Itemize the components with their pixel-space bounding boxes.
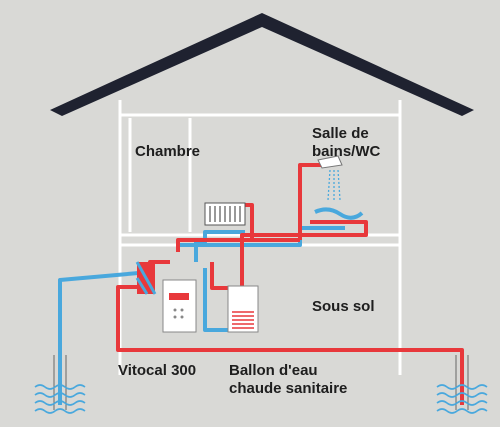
groundwater-wave-icon xyxy=(34,384,488,414)
radiator-icon xyxy=(204,202,246,226)
shower-head-icon xyxy=(317,155,343,201)
heat-exchanger-icon xyxy=(135,261,157,295)
cold-pipe-shower-loop xyxy=(314,207,364,220)
hot-pipe-tank-feed xyxy=(210,262,228,290)
hot-pipe-ground-loop-right xyxy=(116,285,464,405)
hot-pipes xyxy=(116,163,464,405)
roof-icon xyxy=(50,13,474,116)
hot-pipe-radiator-feed xyxy=(245,203,254,240)
cold-pipe-ground-loop-left xyxy=(58,270,151,405)
label-salle-de-bains: Salle de bains/WC xyxy=(312,125,381,160)
label-chambre: Chambre xyxy=(135,143,201,160)
well-left-icon xyxy=(53,355,67,410)
hot-pipe-main-rise xyxy=(176,238,300,252)
hot-water-tank-icon xyxy=(227,285,259,333)
well-right-icon xyxy=(455,355,469,410)
heat-pump-icon xyxy=(162,279,197,333)
label-ballon: Ballon d'eau chaude sanitaire xyxy=(229,362,348,397)
hot-pipe-shower xyxy=(240,220,368,288)
label-sous-sol: Sous sol xyxy=(312,298,375,315)
cold-pipe-tank xyxy=(203,268,228,332)
label-vitocal: Vitocal 300 xyxy=(118,362,197,379)
